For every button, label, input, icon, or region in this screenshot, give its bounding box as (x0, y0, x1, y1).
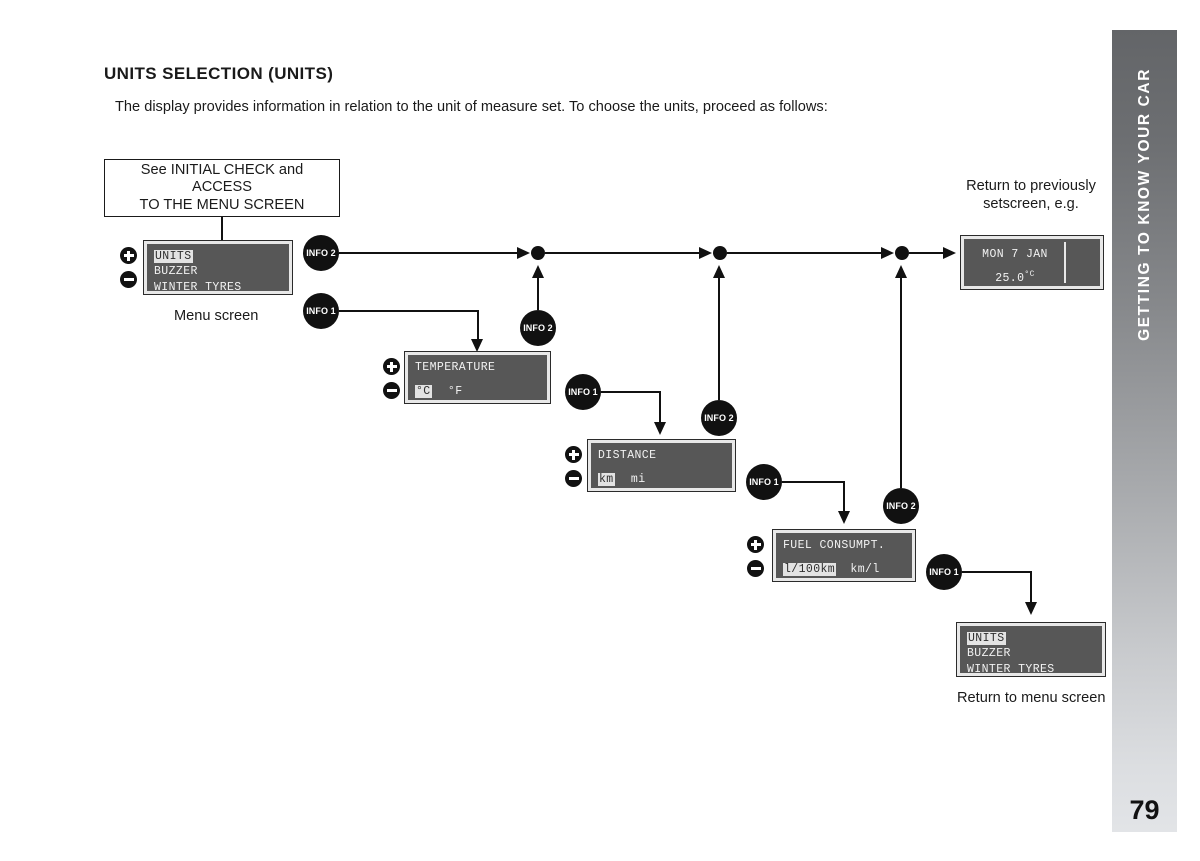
lcd-distance-options: km mi (598, 472, 725, 487)
branch-line-dist-v (659, 391, 662, 424)
flow-arrow-3 (881, 246, 894, 259)
flow-line-2 (545, 251, 701, 255)
lcd-temperature-option-1: °F (447, 385, 463, 399)
info1-button-menu[interactable]: INFO 1 (303, 293, 339, 329)
caption-return-previous: Return to previously setscreen, e.g. (966, 178, 1096, 214)
branch-arrow-fuel (837, 511, 850, 524)
return-arrow-fuel (894, 265, 907, 278)
lcd-set-screen-line2: 25.0°C (971, 270, 1093, 286)
lcd-fuel-options: l/100km km/l (783, 562, 905, 577)
branch-line-fuel-v (843, 481, 846, 513)
branch-line-temp-v (476, 310, 479, 341)
branch-arrow-return (1024, 602, 1037, 615)
reference-box: See INITIAL CHECK and ACCESS TO THE MENU… (104, 159, 340, 217)
lcd-temperature-spacer (415, 375, 540, 384)
lcd-fuel-consumption: FUEL CONSUMPT. l/100km km/l (772, 529, 916, 582)
flow-arrow-1 (517, 246, 530, 259)
info2-button-temperature[interactable]: INFO 2 (520, 310, 556, 346)
lcd-temperature-title: TEMPERATURE (415, 361, 496, 374)
info1-button-fuel[interactable]: INFO 1 (926, 554, 962, 590)
flow-node-a (531, 246, 545, 260)
lcd-fuel-title: FUEL CONSUMPT. (783, 539, 886, 552)
info1-button-distance[interactable]: INFO 1 (746, 464, 782, 500)
lcd-set-screen-line1: MON 7 JAN (982, 248, 1048, 261)
minus-button-menu[interactable] (120, 271, 137, 288)
branch-line-dist-h (601, 390, 661, 394)
return-line-dist-v (717, 276, 721, 400)
reference-box-line2: TO THE MENU SCREEN (139, 196, 305, 213)
lcd-menu-return: UNITS BUZZER WINTER TYRES (956, 622, 1106, 677)
intro-paragraph: The display provides information in rela… (115, 99, 828, 115)
lcd-set-screen: MON 7 JAN 25.0°C (960, 235, 1104, 290)
reference-box-line1: See INITIAL CHECK and ACCESS (140, 161, 304, 196)
plus-button-distance[interactable] (565, 446, 582, 463)
lcd-fuel-option-0: l/100km (783, 563, 837, 577)
minus-button-temperature[interactable] (383, 382, 400, 399)
lcd-menu-row-0: UNITS (154, 249, 282, 264)
lcd-temperature-options: °C °F (415, 384, 540, 399)
info1-button-temperature[interactable]: INFO 1 (565, 374, 601, 410)
branch-line-return-v (1030, 571, 1033, 604)
lcd-distance-title: DISTANCE (598, 449, 657, 462)
lcd-set-screen-divider (1064, 242, 1066, 283)
return-line-temp-v (536, 276, 540, 310)
info2-button-top[interactable]: INFO 2 (303, 235, 339, 271)
page-title: UNITS SELECTION (UNITS) (104, 64, 334, 83)
lcd-distance-spacer (598, 463, 725, 472)
lcd-menu-return-row-0-text: UNITS (967, 632, 1006, 645)
minus-button-distance[interactable] (565, 470, 582, 487)
page-number: 79 (1129, 795, 1160, 825)
caption-return-menu: Return to menu screen (957, 690, 1106, 706)
lcd-distance-option-1: mi (630, 473, 646, 487)
lcd-set-screen-value: 25.0 (995, 272, 1025, 286)
lcd-distance-option-0: km (598, 473, 615, 487)
caption-return-previous-line2: setscreen, e.g. (983, 195, 1079, 212)
flow-line-4 (909, 251, 945, 255)
info2-button-distance[interactable]: INFO 2 (701, 400, 737, 436)
return-line-fuel-v (899, 276, 903, 488)
lcd-set-screen-unit: °C (1024, 270, 1035, 280)
flow-node-b (713, 246, 727, 260)
branch-line-return-h (962, 570, 1032, 574)
chapter-side-tab: GETTING TO KNOW YOUR CAR 79 (1112, 30, 1177, 832)
info2-button-fuel[interactable]: INFO 2 (883, 488, 919, 524)
flow-line-1 (339, 251, 519, 255)
flow-line-3 (727, 251, 883, 255)
lcd-temperature-option-0: °C (415, 385, 432, 399)
branch-line-fuel-h (782, 480, 845, 484)
chapter-tab-label: GETTING TO KNOW YOUR CAR (1135, 68, 1153, 341)
return-arrow-dist (712, 265, 725, 278)
minus-button-fuel[interactable] (747, 560, 764, 577)
branch-arrow-temp (471, 339, 484, 352)
lcd-temperature: TEMPERATURE °C °F (404, 351, 551, 404)
plus-button-temperature[interactable] (383, 358, 400, 375)
lcd-distance: DISTANCE km mi (587, 439, 736, 492)
flow-arrow-4 (943, 246, 956, 259)
lcd-menu-return-row-1: BUZZER (967, 647, 1011, 661)
lcd-menu-return-row-0: UNITS (967, 631, 1095, 646)
connector-refbox-to-menu (220, 217, 224, 242)
lcd-menu-row-2: WINTER TYRES (154, 280, 242, 294)
plus-button-menu[interactable] (120, 247, 137, 264)
flow-arrow-2 (699, 246, 712, 259)
lcd-menu-screen: UNITS BUZZER WINTER TYRES (143, 240, 293, 295)
caption-return-previous-line1: Return to previously (966, 178, 1096, 194)
lcd-fuel-spacer (783, 553, 905, 562)
caption-menu-screen: Menu screen (174, 308, 259, 324)
lcd-menu-row-1: BUZZER (154, 265, 198, 279)
branch-arrow-dist (653, 422, 666, 435)
branch-line-temp-h (339, 309, 479, 313)
plus-button-fuel[interactable] (747, 536, 764, 553)
lcd-fuel-option-1: km/l (850, 563, 880, 577)
lcd-menu-row-0-text: UNITS (154, 250, 193, 263)
flow-node-c (895, 246, 909, 260)
lcd-menu-return-row-2: WINTER TYRES (967, 662, 1055, 676)
return-arrow-temp (531, 265, 544, 278)
